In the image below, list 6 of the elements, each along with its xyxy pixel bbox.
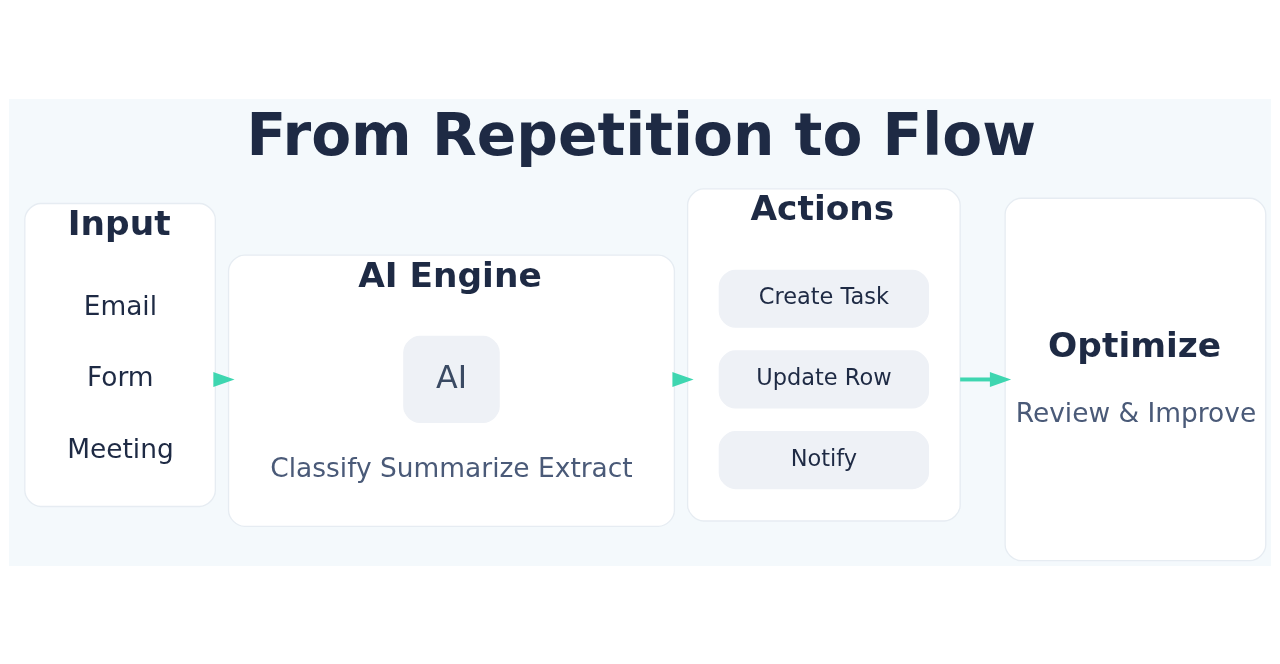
arrow [960,371,1012,387]
node-box: Optimize Review & Improve [1004,197,1267,561]
node-text: Email [83,289,158,321]
node-text: Form [87,360,154,392]
diagram-title: From Repetition to Flow [246,100,1037,169]
node-text: Meeting [67,432,174,464]
